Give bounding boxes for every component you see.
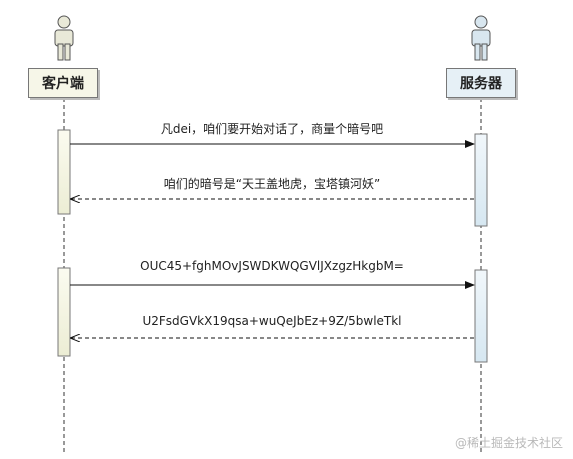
watermark: @稀土掘金技术社区 (454, 436, 563, 450)
server-activation-1 (474, 133, 488, 227)
message-label-3: OUC45+fghMOvJSWDKWQGVlJXzgzHkgbM= (140, 259, 404, 273)
server-actor-label: 服务器 (446, 68, 516, 98)
server-person-icon (471, 15, 491, 61)
client-activation-1 (57, 129, 71, 215)
message-label-1: 凡dei，咱们要开始对话了，商量个暗号吧 (160, 122, 384, 136)
message-label-4: U2FsdGVkX19qsa+wuQeJbEz+9Z/5bwleTkl (142, 314, 402, 328)
client-person-icon (54, 15, 74, 61)
server-activation-2 (474, 269, 488, 363)
message-label-2: 咱们的暗号是“天王盖地虎，宝塔镇河妖” (163, 177, 381, 191)
client-activation-2 (57, 267, 71, 357)
client-actor-label: 客户端 (28, 68, 98, 98)
